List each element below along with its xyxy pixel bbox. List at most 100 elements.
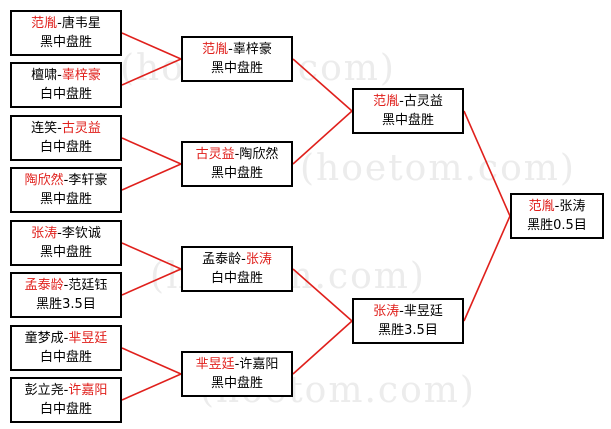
match-result: 白中盘胜 bbox=[39, 87, 92, 102]
match-result: 黑中盘胜 bbox=[210, 61, 263, 76]
player-black: 陶欣然 bbox=[24, 173, 64, 188]
player-white: 张涛 bbox=[559, 199, 586, 214]
match-box-f-1: 范胤-张涛黑胜0.5目 bbox=[510, 193, 604, 239]
match-result: 白中盘胜 bbox=[39, 140, 92, 155]
match-result: 黑中盘胜 bbox=[381, 113, 434, 128]
vs-separator: - bbox=[228, 42, 233, 57]
player-black: 芈昱廷 bbox=[195, 357, 235, 372]
player-black: 范胤 bbox=[31, 16, 58, 31]
match-players: 陶欣然-李轩豪 bbox=[12, 171, 120, 190]
player-black: 范胤 bbox=[528, 199, 555, 214]
vs-separator: - bbox=[399, 94, 404, 109]
match-players: 芈昱廷-许嘉阳 bbox=[183, 355, 291, 374]
vs-separator: - bbox=[554, 199, 560, 214]
match-box-r1-5: 张涛-李钦诚黑中盘胜 bbox=[10, 220, 122, 266]
player-black: 范胤 bbox=[202, 42, 229, 57]
connector-line bbox=[121, 268, 182, 296]
vs-separator: - bbox=[63, 331, 69, 346]
match-result: 黑胜3.5目 bbox=[378, 323, 438, 338]
match-box-r1-7: 童梦成-芈昱廷白中盘胜 bbox=[10, 325, 122, 371]
match-result: 黑中盘胜 bbox=[39, 192, 92, 207]
player-black: 孟泰龄 bbox=[24, 278, 64, 293]
player-white: 辜梓豪 bbox=[232, 42, 272, 57]
match-players: 范胤-张涛 bbox=[512, 197, 602, 216]
match-players: 童梦成-芈昱廷 bbox=[12, 329, 120, 348]
match-result: 白中盘胜 bbox=[39, 402, 92, 417]
match-box-r1-2: 檀啸-辜梓豪白中盘胜 bbox=[10, 62, 122, 108]
match-result: 黑中盘胜 bbox=[210, 376, 263, 391]
vs-separator: - bbox=[63, 173, 69, 188]
connector-line bbox=[463, 110, 511, 217]
match-result: 黑胜0.5目 bbox=[527, 218, 587, 233]
connector-line bbox=[292, 110, 353, 165]
match-result: 白中盘胜 bbox=[210, 271, 263, 286]
player-white: 范廷钰 bbox=[68, 278, 108, 293]
match-players: 孟泰龄-范廷钰 bbox=[12, 276, 120, 295]
player-black: 范胤 bbox=[373, 94, 400, 109]
match-box-r2-1: 范胤-辜梓豪黑中盘胜 bbox=[181, 36, 293, 82]
player-black: 张涛 bbox=[373, 304, 400, 319]
match-box-r1-1: 范胤-唐韦星黑中盘胜 bbox=[10, 10, 122, 56]
player-white: 张涛 bbox=[245, 252, 272, 267]
connector-line bbox=[292, 58, 353, 112]
match-players: 连笑-古灵益 bbox=[12, 119, 120, 138]
connector-line bbox=[121, 347, 182, 375]
vs-separator: - bbox=[57, 16, 62, 31]
match-result: 白中盘胜 bbox=[39, 350, 92, 365]
player-white: 古灵益 bbox=[403, 94, 443, 109]
match-box-r3-2: 张涛-芈昱廷黑胜3.5目 bbox=[352, 298, 464, 344]
connector-line bbox=[121, 373, 182, 401]
player-black: 古灵益 bbox=[195, 147, 235, 162]
connector-line bbox=[121, 163, 182, 191]
match-box-r2-2: 古灵益-陶欣然黑中盘胜 bbox=[181, 141, 293, 187]
vs-separator: - bbox=[234, 357, 240, 372]
player-black: 童梦成 bbox=[24, 331, 64, 346]
match-result: 黑中盘胜 bbox=[210, 166, 263, 181]
player-white: 陶欣然 bbox=[239, 147, 279, 162]
connector-line bbox=[121, 58, 182, 86]
vs-separator: - bbox=[63, 278, 69, 293]
player-white: 辜梓豪 bbox=[61, 68, 101, 83]
match-players: 张涛-芈昱廷 bbox=[354, 302, 462, 321]
match-players: 彭立尧-许嘉阳 bbox=[12, 381, 120, 400]
connector-line bbox=[121, 32, 182, 60]
player-black: 檀啸 bbox=[31, 68, 58, 83]
player-white: 许嘉阳 bbox=[239, 357, 279, 372]
connector-line bbox=[463, 215, 511, 322]
match-box-r1-8: 彭立尧-许嘉阳白中盘胜 bbox=[10, 377, 122, 423]
match-box-r1-4: 陶欣然-李轩豪黑中盘胜 bbox=[10, 167, 122, 213]
match-result: 黑中盘胜 bbox=[39, 35, 92, 50]
player-black: 连笑 bbox=[31, 121, 58, 136]
player-white: 李轩豪 bbox=[68, 173, 108, 188]
match-box-r3-1: 范胤-古灵益黑中盘胜 bbox=[352, 88, 464, 134]
vs-separator: - bbox=[234, 147, 240, 162]
vs-separator: - bbox=[399, 304, 404, 319]
match-players: 檀啸-辜梓豪 bbox=[12, 66, 120, 85]
connector-line bbox=[121, 242, 182, 270]
match-result: 黑中盘胜 bbox=[39, 245, 92, 260]
player-white: 李钦诚 bbox=[61, 226, 101, 241]
match-players: 范胤-唐韦星 bbox=[12, 14, 120, 33]
player-white: 古灵益 bbox=[61, 121, 101, 136]
player-white: 唐韦星 bbox=[61, 16, 101, 31]
vs-separator: - bbox=[57, 121, 62, 136]
match-players: 张涛-李钦诚 bbox=[12, 224, 120, 243]
connector-line bbox=[292, 268, 353, 322]
match-players: 古灵益-陶欣然 bbox=[183, 145, 291, 164]
player-white: 芈昱廷 bbox=[403, 304, 443, 319]
player-black: 孟泰龄 bbox=[202, 252, 242, 267]
player-black: 张涛 bbox=[31, 226, 58, 241]
connector-line bbox=[292, 320, 353, 375]
match-box-r2-3: 孟泰龄-张涛白中盘胜 bbox=[181, 246, 293, 292]
match-players: 范胤-古灵益 bbox=[354, 92, 462, 111]
vs-separator: - bbox=[63, 383, 69, 398]
match-box-r1-6: 孟泰龄-范廷钰黑胜3.5目 bbox=[10, 272, 122, 318]
player-white: 许嘉阳 bbox=[68, 383, 108, 398]
player-white: 芈昱廷 bbox=[68, 331, 108, 346]
connector-line bbox=[121, 137, 182, 165]
vs-separator: - bbox=[57, 226, 62, 241]
match-players: 范胤-辜梓豪 bbox=[183, 40, 291, 59]
match-box-r1-3: 连笑-古灵益白中盘胜 bbox=[10, 115, 122, 161]
match-players: 孟泰龄-张涛 bbox=[183, 250, 291, 269]
